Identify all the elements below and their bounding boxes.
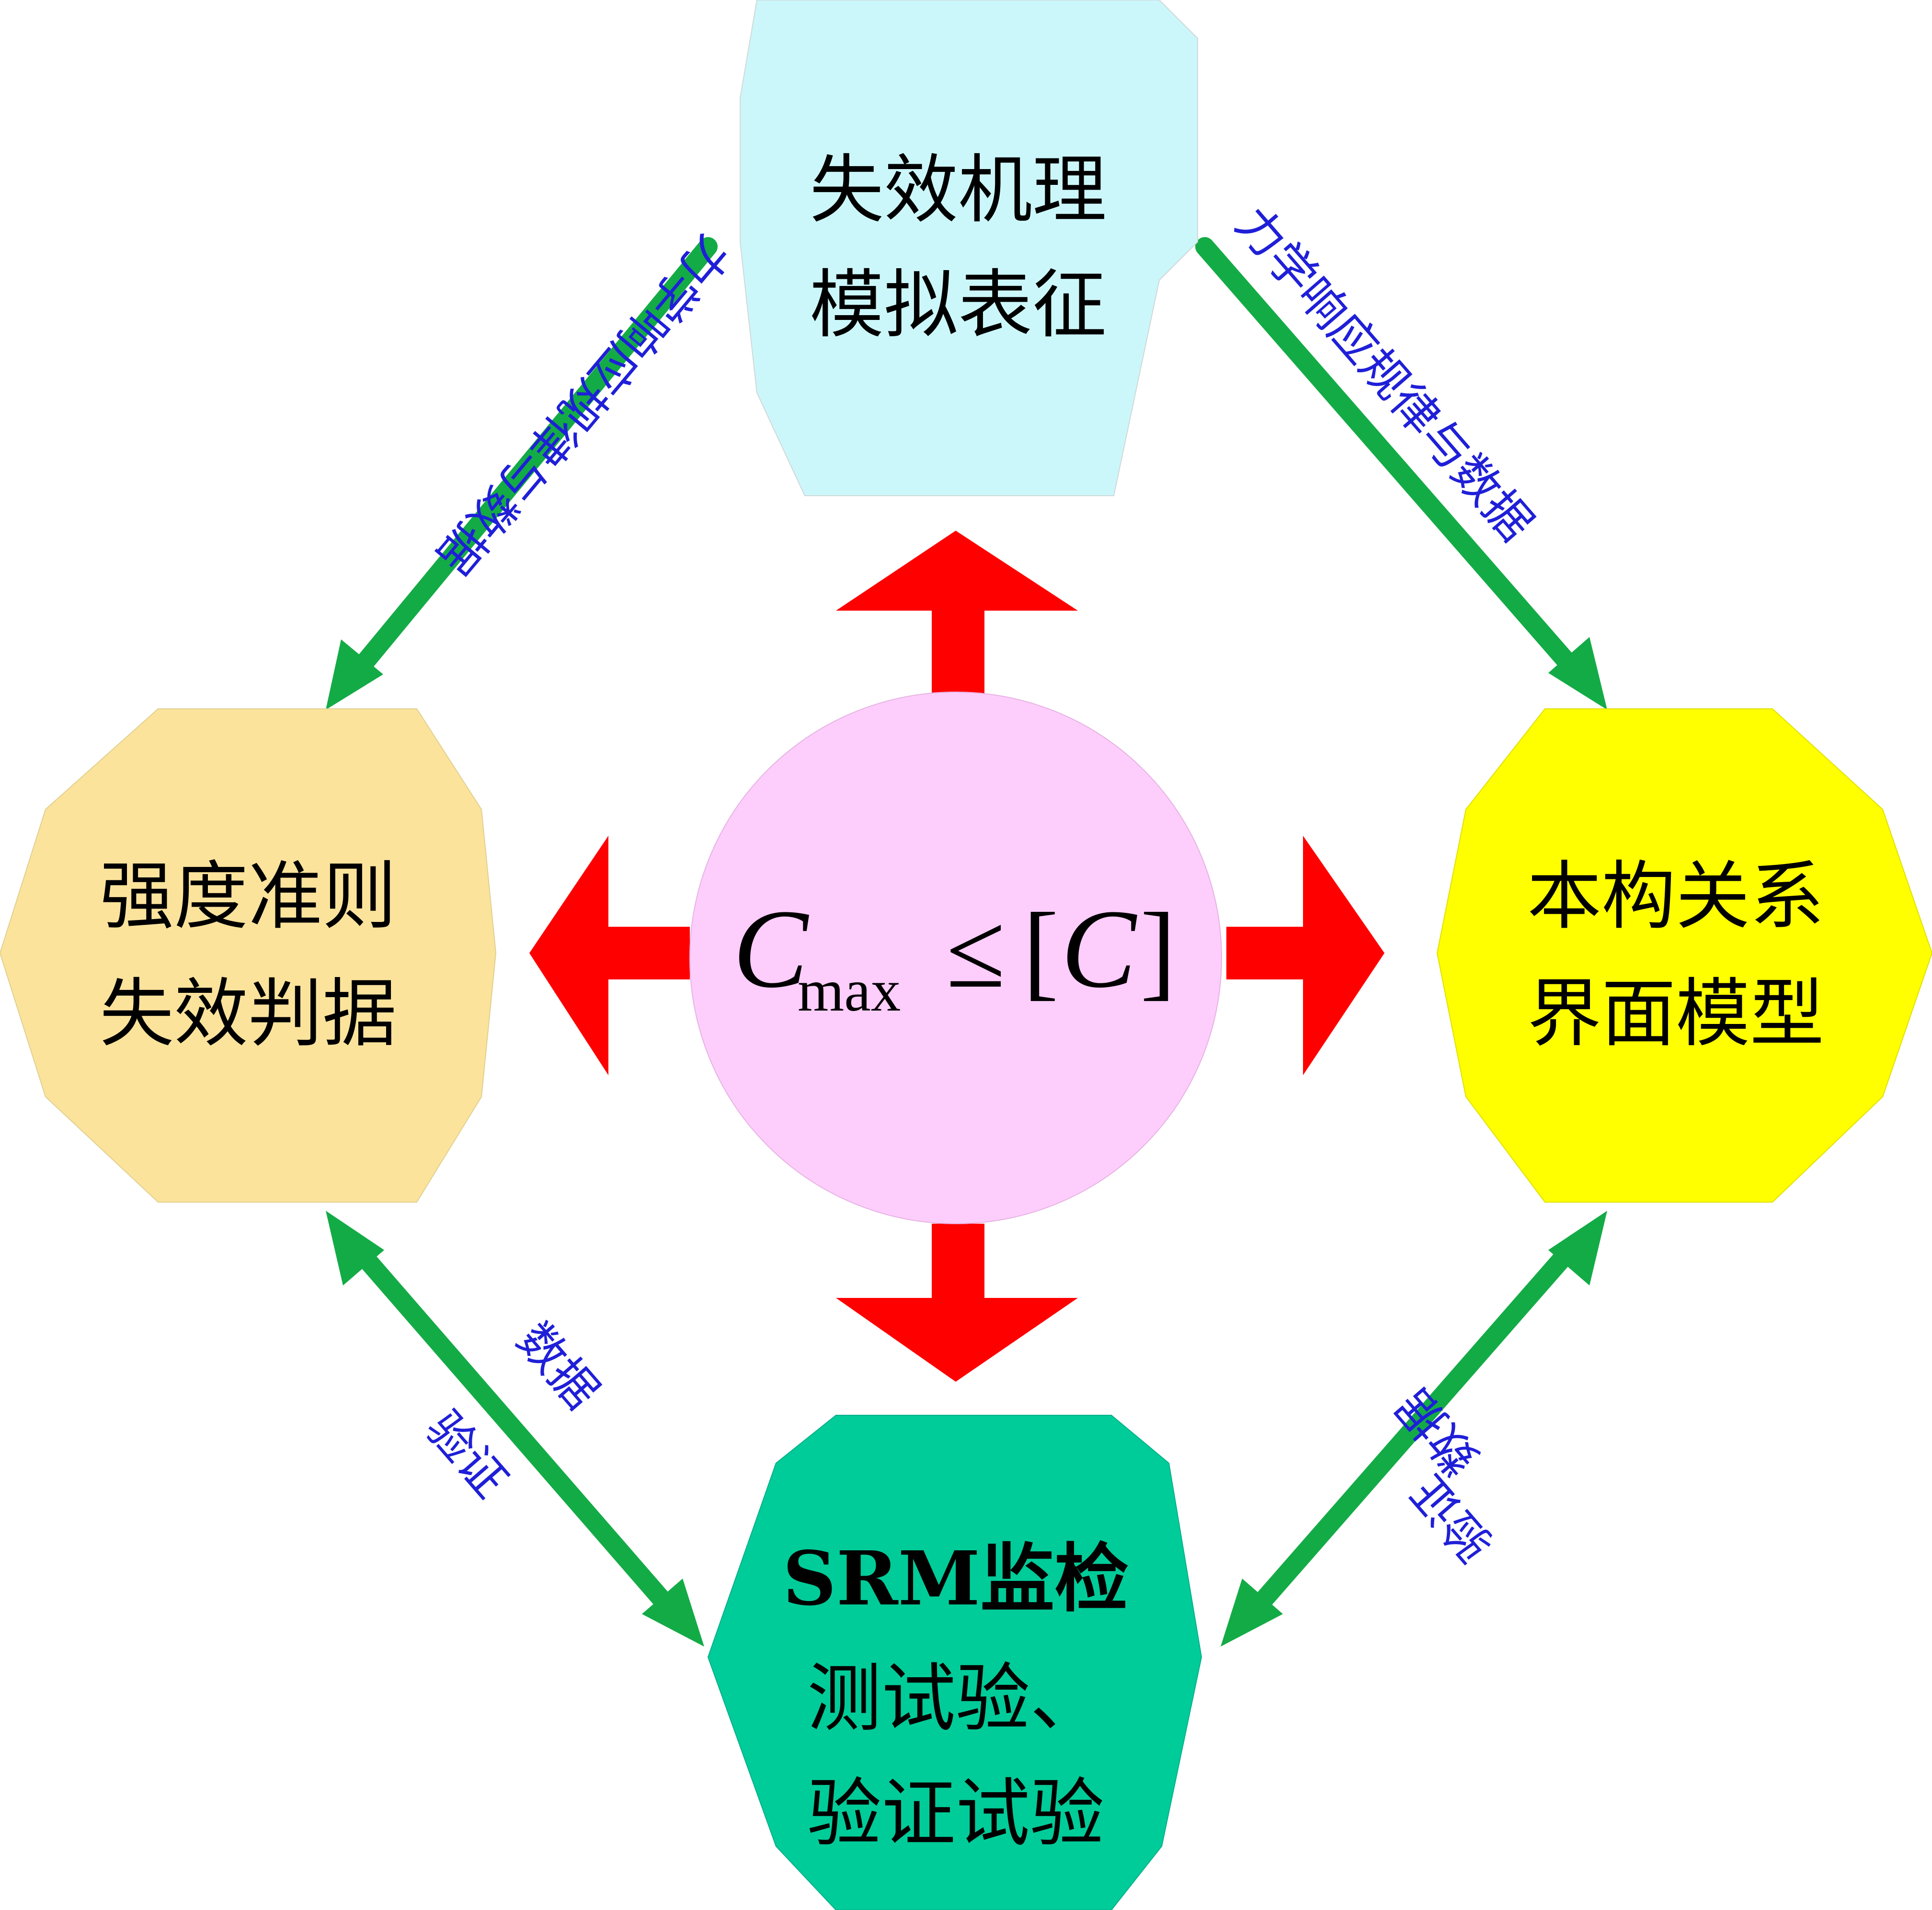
node-bottom-shape xyxy=(707,1415,1202,1910)
node-bottom-line-1: SRM监检 xyxy=(783,1535,1129,1622)
label-top-left: 力学响应规律与数据 xyxy=(426,225,740,584)
arrow-left-bottom-head-down xyxy=(642,1579,704,1647)
label-top-right: 力学响应规律与数据 xyxy=(1225,197,1543,551)
center-formula: C max ≤ [ C ] xyxy=(733,887,1176,1024)
node-right-line-2: 界面模型 xyxy=(1527,970,1824,1057)
center-circle xyxy=(689,692,1222,1224)
node-right: 本构关系 界面模型 xyxy=(1527,853,1824,1057)
formula-bracket-close: ] xyxy=(1140,890,1176,1010)
arrow-right-bottom-head-up xyxy=(1548,1211,1607,1285)
node-top-line-1: 失效机理 xyxy=(810,147,1107,233)
arrow-top-to-left xyxy=(343,237,718,687)
label-left-bottom-1: 数据 xyxy=(506,1313,609,1420)
node-left-line-1: 强度准则 xyxy=(100,853,397,940)
center-arrows xyxy=(529,531,1384,1382)
formula-relation: ≤ xyxy=(946,890,1006,1010)
formula-subscript: max xyxy=(798,958,901,1024)
arrow-top-to-left-head xyxy=(326,639,383,710)
node-bottom: SRM监检 测试验、 验证试验 xyxy=(783,1535,1129,1857)
red-arrow-down xyxy=(836,1224,1078,1382)
node-top-line-2: 模拟表征 xyxy=(810,261,1107,348)
connector-arrows xyxy=(326,237,1607,1647)
node-right-shape xyxy=(1436,708,1932,1203)
node-bottom-line-2: 测试验、 xyxy=(807,1655,1104,1742)
node-right-line-1: 本构关系 xyxy=(1527,853,1824,940)
arrow-top-to-right xyxy=(1195,237,1590,687)
arrow-right-bottom xyxy=(1248,1233,1586,1616)
formula-bound: C xyxy=(1061,887,1137,1011)
red-arrow-right xyxy=(1226,836,1384,1075)
arrow-right-bottom-head-down xyxy=(1221,1579,1283,1647)
arrow-top-to-right-head xyxy=(1548,637,1607,710)
formula-bracket-open: [ xyxy=(1023,890,1059,1010)
red-arrow-left xyxy=(529,836,690,1075)
node-left-shape xyxy=(0,708,497,1203)
arrow-left-bottom-head-up xyxy=(326,1211,384,1285)
label-right-bottom-2: 验证 xyxy=(1401,1465,1504,1572)
node-left-line-2: 失效判据 xyxy=(100,970,397,1057)
node-top-shape xyxy=(740,0,1198,496)
node-top: 失效机理 模拟表征 xyxy=(810,147,1107,348)
node-bottom-line-3: 验证试验 xyxy=(807,1770,1104,1857)
red-arrow-up xyxy=(836,531,1078,699)
arrow-left-bottom xyxy=(343,1233,678,1616)
formula-variable: C xyxy=(733,887,809,1011)
node-left: 强度准则 失效判据 xyxy=(100,853,397,1057)
